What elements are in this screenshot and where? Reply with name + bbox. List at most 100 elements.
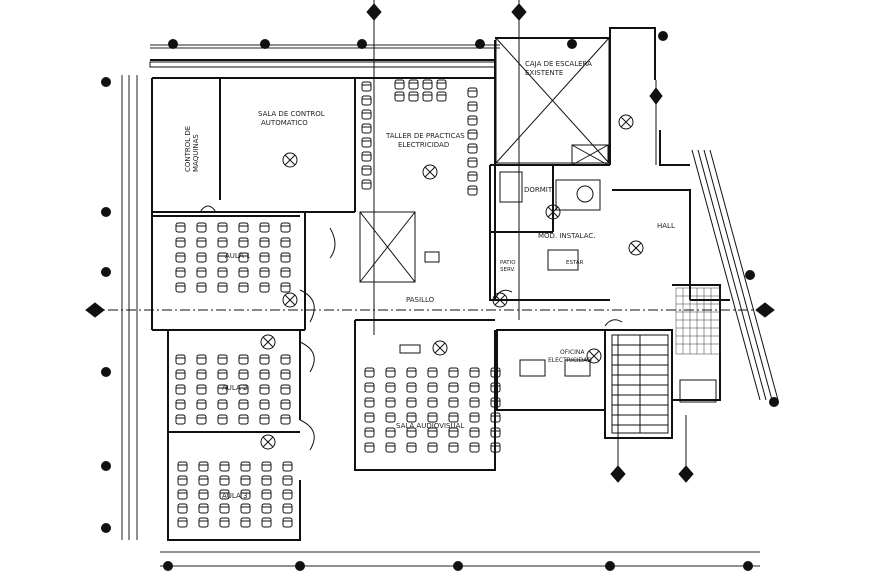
aula3-desk — [261, 489, 272, 500]
audiovisual-seat — [427, 412, 438, 423]
audiovisual-seat — [364, 397, 375, 408]
aula2-desk — [238, 414, 249, 425]
label-sala-audiovisual: SALA AUDIOVISUAL — [396, 422, 464, 430]
furniture — [199, 171, 717, 451]
light-fixture — [260, 434, 276, 450]
taller-bench — [436, 79, 447, 90]
audiovisual-seat — [427, 382, 438, 393]
aula3-desk — [282, 461, 293, 472]
aula2-desk — [196, 414, 207, 425]
aula3-desk — [261, 475, 272, 486]
aula3-desk — [261, 503, 272, 514]
taller-bench — [467, 129, 478, 140]
label-taller-1: TALLER DE PRACTICAS — [385, 132, 465, 140]
aula3-desk — [219, 475, 230, 486]
audiovisual-seat — [427, 367, 438, 378]
aula1-desk — [196, 267, 207, 278]
label-oficina-1: OFICINA — [560, 349, 585, 356]
audiovisual-seat — [406, 427, 417, 438]
aula3-desk — [282, 475, 293, 486]
taller-bench — [408, 91, 419, 102]
audiovisual-seat — [364, 442, 375, 453]
audiovisual-seat — [490, 367, 501, 378]
aula3-desk — [282, 503, 293, 514]
taller-bench — [361, 109, 372, 120]
label-dormit: DORMIT — [524, 186, 553, 194]
taller-bench — [394, 91, 405, 102]
aula1-desk — [280, 282, 291, 293]
aula3-desk — [240, 461, 251, 472]
aula1-desk — [238, 267, 249, 278]
aula2-desk — [238, 369, 249, 380]
aula2-desk — [259, 414, 270, 425]
aula1-desk — [280, 252, 291, 263]
light-fixture — [586, 348, 602, 364]
aula1-desk — [280, 222, 291, 233]
taller-bench — [436, 91, 447, 102]
audiovisual-seat — [469, 427, 480, 438]
taller-bench — [361, 179, 372, 190]
audiovisual-seat — [406, 382, 417, 393]
taller-bench — [361, 151, 372, 162]
light-fixture — [282, 152, 298, 168]
aula3-desk — [219, 461, 230, 472]
audiovisual-seat — [448, 382, 459, 393]
aula2-desk — [259, 384, 270, 395]
audiovisual-seat — [490, 427, 501, 438]
aula3-desk — [198, 489, 209, 500]
aula3-desk — [261, 517, 272, 528]
aula2-desk — [280, 399, 291, 410]
label-control-maquinas-2: MAQUINAS — [192, 134, 200, 172]
audiovisual-seat — [364, 427, 375, 438]
audiovisual-seat — [406, 412, 417, 423]
room-labels: CAJA DE ESCALERA EXISTENTE SALA DE CONTR… — [184, 60, 675, 500]
aula1-desk — [238, 222, 249, 233]
aula1-desk — [259, 222, 270, 233]
light-fixture — [422, 164, 438, 180]
audiovisual-seat — [490, 397, 501, 408]
audiovisual-seat — [469, 397, 480, 408]
walls — [149, 27, 730, 541]
audiovisual-seat — [385, 367, 396, 378]
light-fixtures — [260, 114, 644, 450]
audiovisual-seat — [448, 412, 459, 423]
taller-bench — [467, 87, 478, 98]
aula1-desk — [259, 252, 270, 263]
audiovisual-seat — [490, 412, 501, 423]
aula2-desk — [259, 354, 270, 365]
aula3-desk — [198, 517, 209, 528]
aula3-desk — [177, 489, 188, 500]
aula3-desk — [177, 475, 188, 486]
aula1-desk — [259, 237, 270, 248]
label-patio-serv-2: SERV. — [500, 267, 516, 273]
audiovisual-seat — [406, 367, 417, 378]
taller-bench — [361, 137, 372, 148]
aula2-desk — [280, 384, 291, 395]
label-hall: HALL — [657, 222, 675, 230]
aula1-desk — [259, 282, 270, 293]
aula1-desk — [238, 282, 249, 293]
audiovisual-seat — [385, 442, 396, 453]
light-fixture — [432, 340, 448, 356]
light-fixture — [618, 114, 634, 130]
aula3-desk — [240, 503, 251, 514]
label-aula3: AULA 3 — [222, 492, 247, 500]
taller-bench — [361, 81, 372, 92]
aula2-desk — [175, 369, 186, 380]
light-fixture — [628, 240, 644, 256]
ramp — [691, 149, 779, 401]
aula1-desk — [196, 282, 207, 293]
aula1-desk — [217, 267, 228, 278]
aula3-desk — [219, 517, 230, 528]
desk-group — [175, 79, 501, 528]
label-aula2: AULA 2 — [222, 384, 247, 392]
aula3-desk — [282, 517, 293, 528]
aula3-desk — [198, 461, 209, 472]
audiovisual-seat — [406, 442, 417, 453]
aula2-desk — [259, 369, 270, 380]
taller-bench — [361, 123, 372, 134]
aula3-desk — [177, 517, 188, 528]
aula2-desk — [217, 384, 228, 395]
label-taller-2: ELECTRICIDAD — [398, 141, 449, 149]
dimension-lines — [121, 44, 760, 567]
